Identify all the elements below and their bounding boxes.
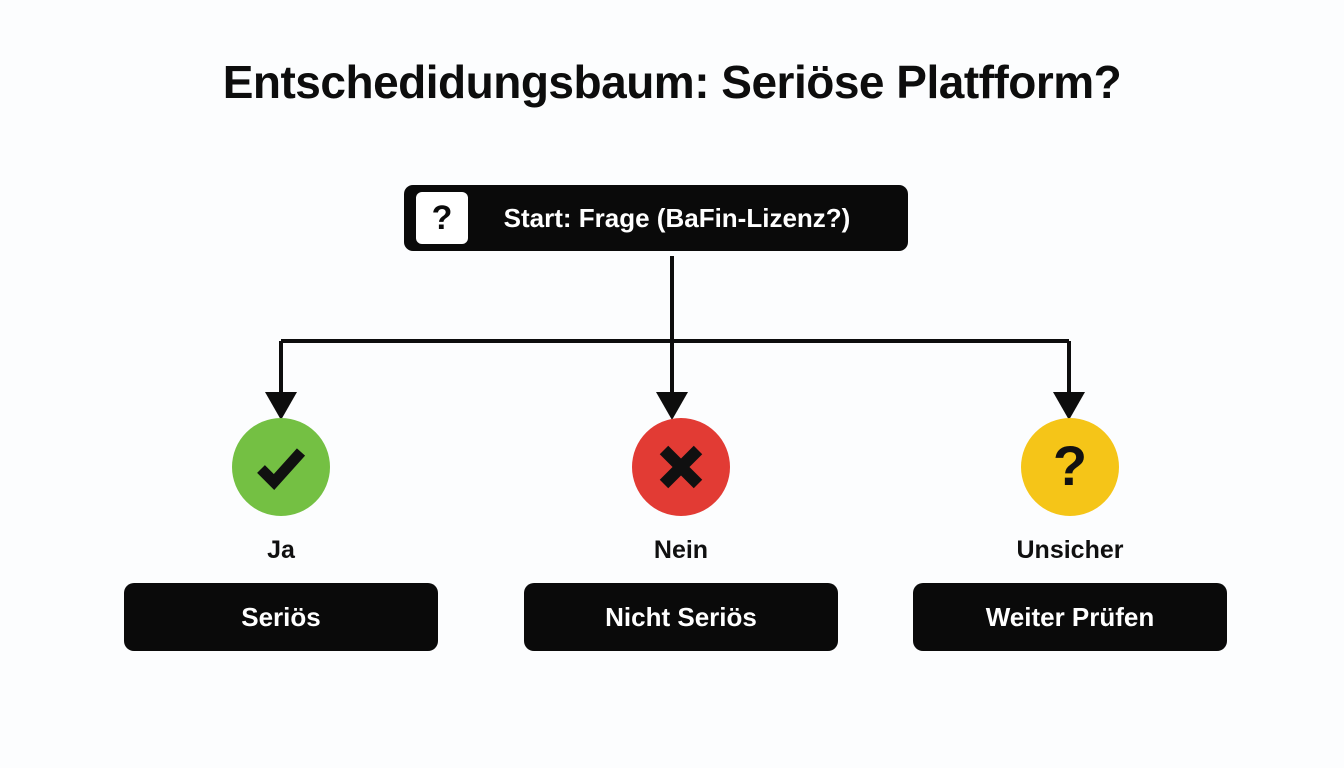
question-glyph: ? [1052, 434, 1088, 497]
result-button-serioes[interactable]: Seriös [124, 583, 438, 651]
branch-label-ja: Ja [267, 536, 295, 564]
cross-circle-icon [632, 418, 730, 516]
question-mark-icon: ? [416, 192, 468, 244]
branch-ja: Ja Seriös [121, 418, 441, 651]
page-title: Entschedidungsbaum: Seriöse Platfform? [222, 56, 1122, 108]
branch-label-nein: Nein [653, 536, 709, 564]
start-node[interactable]: ? Start: Frage (BaFin-Lizenz?) [404, 185, 908, 251]
result-button-weiter-pruefen[interactable]: Weiter Prüfen [913, 583, 1227, 651]
check-circle-icon [232, 418, 330, 516]
branch-label-unsicher: Unsicher [1016, 536, 1124, 564]
question-circle-icon: ? [1021, 418, 1119, 516]
branch-nein: Nein Nicht Seriös [521, 418, 841, 651]
branch-unsicher: ? Unsicher Weiter Prüfen [910, 418, 1230, 651]
result-button-nicht-serioes[interactable]: Nicht Seriös [524, 583, 838, 651]
start-node-label: Start: Frage (BaFin-Lizenz?) [503, 202, 851, 233]
